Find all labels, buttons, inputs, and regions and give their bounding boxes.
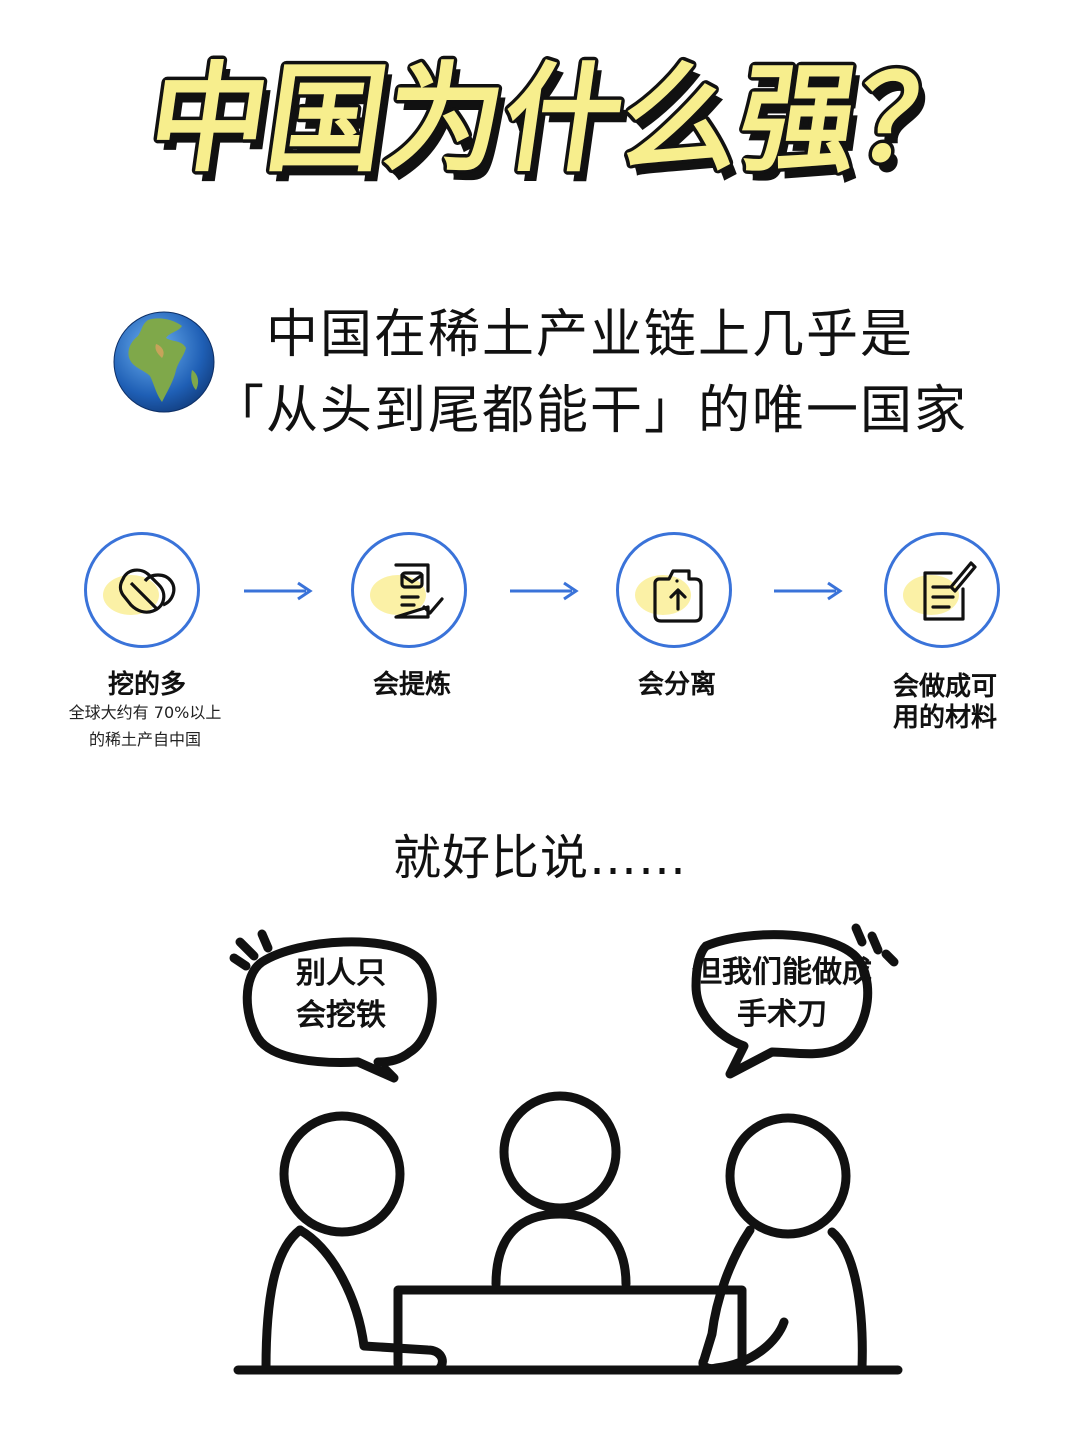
bubble-left-line-1: 别人只 (296, 956, 386, 991)
step-1-label: 挖的多 (107, 670, 186, 700)
page-title-text: 中国为什么强？ (141, 51, 986, 188)
headline-line-1: 中国在稀土产业链上几乎是 (265, 305, 914, 365)
speech-bubble-left (242, 937, 437, 1083)
person-middle (491, 1091, 631, 1289)
ore-icon (118, 568, 176, 614)
step-4-label-2: 用的材料 (892, 703, 997, 733)
page-title: 中国为什么强？ 中国为什么强？ (137, 47, 992, 198)
step-1-circle (84, 532, 200, 648)
person-right (698, 1113, 867, 1373)
title-area: 中国为什么强？ 中国为什么强？ (0, 0, 1080, 220)
step-1-sub-2: 的稀土产自中国 (88, 730, 201, 749)
arrow-3 (774, 581, 843, 601)
bubble-right-line-1: 但我们能做成 (692, 955, 872, 990)
step-4-circle (884, 532, 1000, 648)
step-2-circle (351, 532, 467, 648)
step-3-label: 会分离 (637, 670, 716, 700)
speech-bubble-right (691, 930, 873, 1079)
step-1-sub-1: 全球大约有 70%以上 (68, 703, 222, 722)
step-4-label-1: 会做成可 (892, 672, 997, 702)
person-left (261, 1111, 447, 1373)
globe-icon (112, 310, 216, 414)
bubble-right-line-2: 手术刀 (737, 997, 827, 1032)
edit-document-icon (923, 561, 977, 621)
step-2-label: 会提炼 (372, 670, 451, 700)
arrow-1 (244, 581, 313, 601)
headline-line-2: 「从头到尾都能干」的唯一国家 (211, 381, 968, 441)
step-3-circle (616, 532, 732, 648)
refine-document-icon (394, 563, 444, 619)
page-title-shadow: 中国为什么强？ (147, 61, 992, 198)
comparison-text: 就好比说…… (392, 830, 687, 886)
arrow-2 (510, 581, 579, 601)
bubble-left-line-2: 会挖铁 (296, 998, 386, 1033)
discussion-illustration (229, 923, 903, 1375)
table (393, 1285, 747, 1369)
separate-jar-icon (653, 569, 703, 623)
